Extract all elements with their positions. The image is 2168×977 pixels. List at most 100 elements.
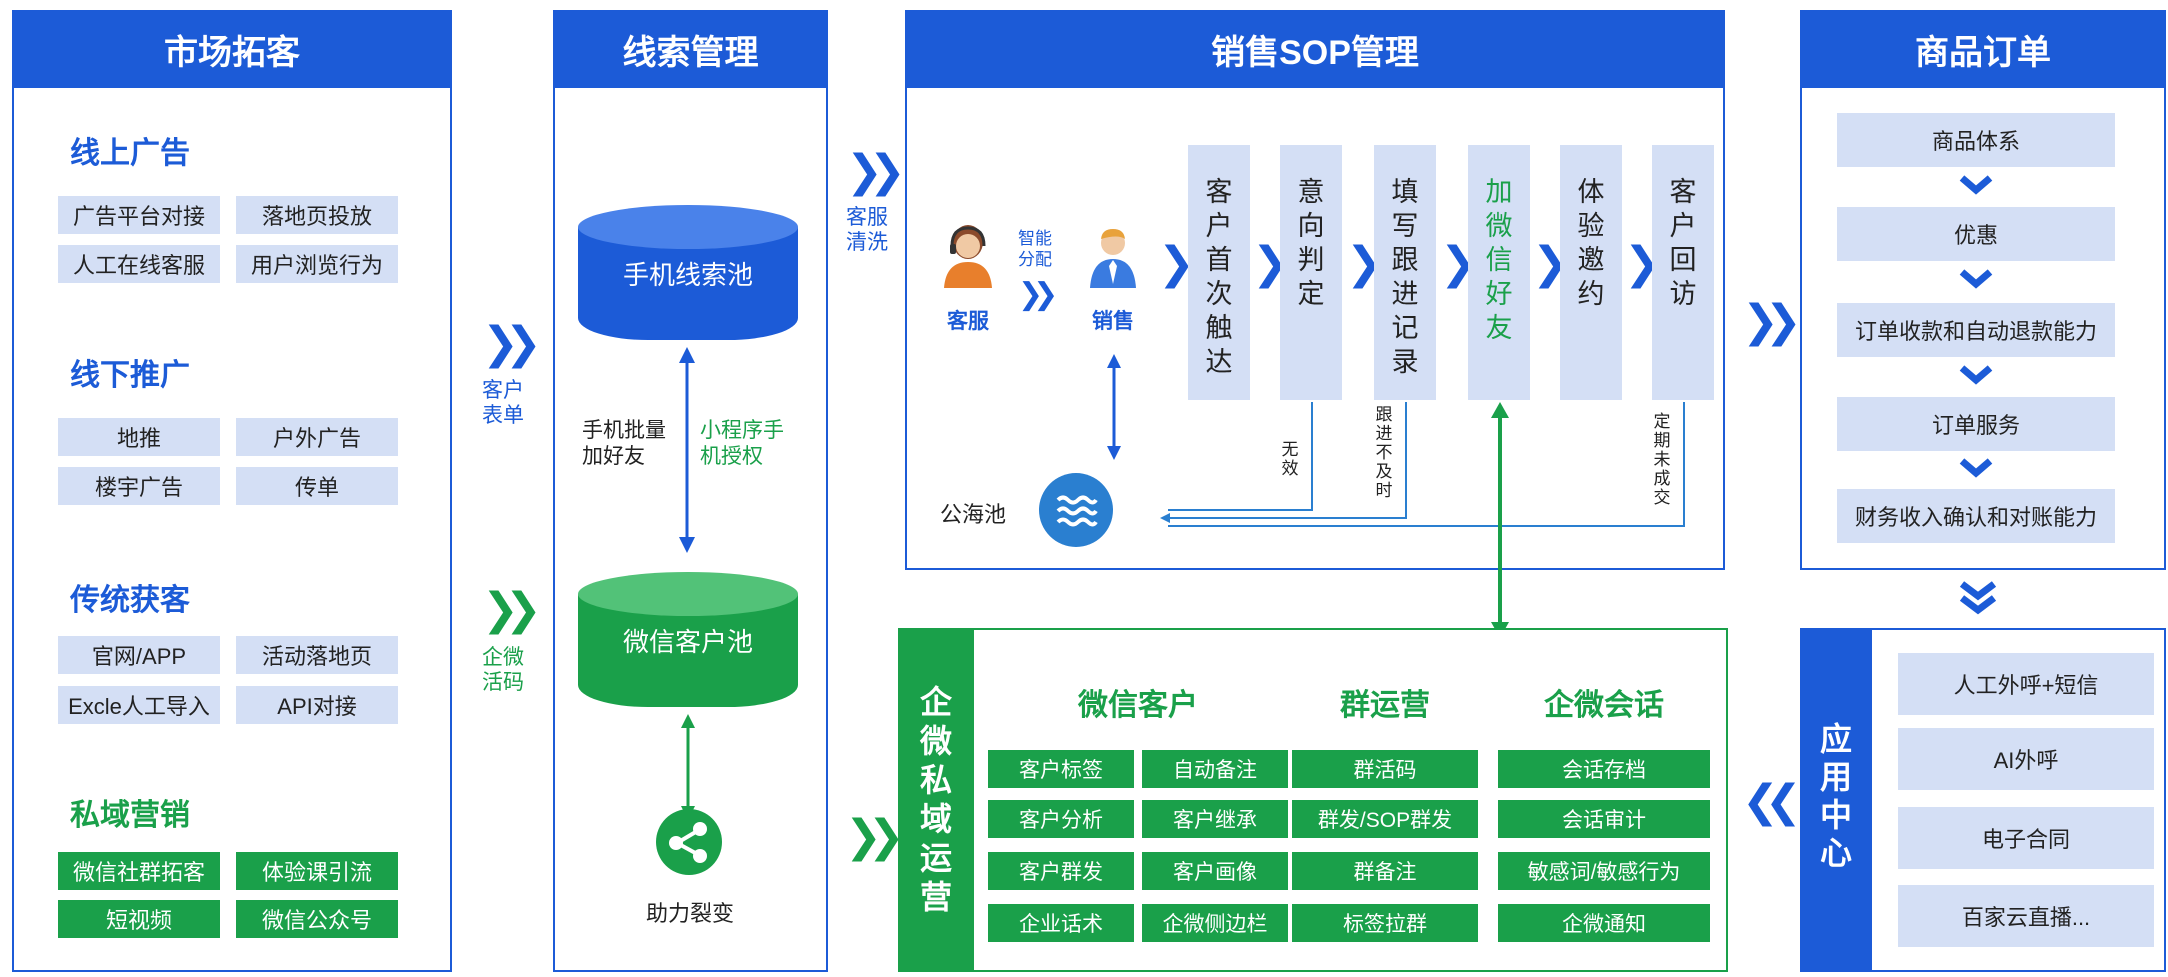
arrow-icon: ❯❯ bbox=[1018, 278, 1058, 311]
cs-label: 客服 bbox=[947, 310, 989, 333]
app-item-ai-call: AI外呼 bbox=[1898, 728, 2154, 790]
chevron-down-icon bbox=[1959, 269, 1993, 289]
arrow-icon: ❯❯ bbox=[845, 812, 905, 861]
double-chevron-down-icon bbox=[1959, 581, 1997, 615]
note-followup-late: 跟 进 不 及 时 bbox=[1375, 405, 1393, 500]
app-center-title: 应 用 中 心 bbox=[1819, 721, 1852, 871]
op-tag-label-group: 标签拉群 bbox=[1292, 904, 1478, 942]
tag-excel-import: Excle人工导入 bbox=[58, 686, 220, 724]
order-item-payment-refund: 订单收款和自动退款能力 bbox=[1837, 303, 2115, 357]
sop-step-add-wechat: 加 微 信 好 友 bbox=[1468, 145, 1530, 400]
return-lines bbox=[1160, 402, 1685, 527]
customer-service-icon bbox=[944, 225, 992, 288]
op-tag-wecom-notify: 企微通知 bbox=[1498, 904, 1710, 942]
sop-step-first-contact: 客 户 首 次 触 达 bbox=[1188, 145, 1250, 400]
sop-step-intent: 意 向 判 定 bbox=[1280, 145, 1342, 400]
assign-label: 智能 分配 bbox=[1018, 229, 1052, 269]
chevron-down-icon bbox=[1959, 458, 1993, 478]
section-title-online-ads: 线上广告 bbox=[70, 137, 190, 170]
tag-short-video: 短视频 bbox=[58, 900, 220, 938]
tag-event-landing: 活动落地页 bbox=[236, 636, 398, 674]
bidirectional-arrow-icon bbox=[1107, 354, 1121, 460]
tag-flyer: 传单 bbox=[236, 467, 398, 505]
tag-building-ad: 楼宇广告 bbox=[58, 467, 220, 505]
col-title-wechat-customer: 微信客户 bbox=[1078, 689, 1198, 722]
section-title-private: 私域营销 bbox=[70, 799, 190, 832]
note-phone-add-friend: 手机批量 加好友 bbox=[582, 419, 666, 468]
note-no-deal: 定 期 未 成 交 bbox=[1653, 412, 1671, 507]
tag-ad-platform: 广告平台对接 bbox=[58, 196, 220, 234]
arrow-label-wecom-code: 企微 活码 bbox=[482, 646, 524, 694]
chevron-down-icon bbox=[1959, 365, 1993, 385]
op-tag-customer-portrait: 客户画像 bbox=[1142, 852, 1288, 890]
op-tag-session-archive: 会话存档 bbox=[1498, 750, 1710, 788]
sop-step-followup-record: 填 写 跟 进 记 录 bbox=[1374, 145, 1436, 400]
tag-outdoor-ad: 户外广告 bbox=[236, 418, 398, 456]
bidirectional-arrow-icon bbox=[1491, 402, 1509, 638]
chevron-down-icon bbox=[1959, 175, 1993, 195]
op-tag-group-broadcast: 群发/SOP群发 bbox=[1292, 800, 1478, 838]
arrow-icon: ❮❮ bbox=[1742, 777, 1802, 826]
op-tag-customer-inherit: 客户继承 bbox=[1142, 800, 1288, 838]
arrow-label-customer-form: 客户 表单 bbox=[482, 379, 524, 427]
section-title-offline: 线下推广 bbox=[70, 359, 190, 392]
orders-panel bbox=[1800, 10, 2166, 570]
tag-browse-behavior: 用户浏览行为 bbox=[236, 245, 398, 283]
public-pool-label: 公海池 bbox=[940, 502, 1007, 527]
wechat-pool-label: 微信客户池 bbox=[622, 627, 753, 657]
orders-title: 商品订单 bbox=[1800, 10, 2166, 88]
tag-landing-page: 落地页投放 bbox=[236, 196, 398, 234]
sop-title: 销售SOP管理 bbox=[905, 10, 1725, 88]
market-title: 市场拓客 bbox=[12, 10, 452, 88]
phone-pool-label: 手机线索池 bbox=[622, 260, 753, 290]
tag-trial-class: 体验课引流 bbox=[236, 852, 398, 890]
app-center-title-bar bbox=[1800, 628, 1872, 972]
fission-label: 助力裂变 bbox=[645, 901, 734, 926]
arrow-icon: ❯❯ bbox=[1742, 297, 1802, 346]
op-tag-corporate-script: 企业话术 bbox=[988, 904, 1134, 942]
arrow-icon: ❯❯ bbox=[482, 585, 542, 634]
op-tag-customer-label: 客户标签 bbox=[988, 750, 1134, 788]
tag-ground-promo: 地推 bbox=[58, 418, 220, 456]
app-item-e-contract: 电子合同 bbox=[1898, 807, 2154, 869]
tag-api: API对接 bbox=[236, 686, 398, 724]
private-ops-title: 企 微 私 域 运 营 bbox=[919, 684, 952, 915]
op-tag-auto-remark: 自动备注 bbox=[1142, 750, 1288, 788]
op-tag-group-code: 群活码 bbox=[1292, 750, 1478, 788]
private-ops-title-bar bbox=[898, 628, 974, 972]
order-item-product-system: 商品体系 bbox=[1837, 113, 2115, 167]
op-tag-session-audit: 会话审计 bbox=[1498, 800, 1710, 838]
section-title-traditional: 传统获客 bbox=[70, 584, 190, 617]
arrow-icon: ❯❯ bbox=[482, 319, 542, 368]
op-tag-customer-broadcast: 客户群发 bbox=[988, 852, 1134, 890]
order-item-discount: 优惠 bbox=[1837, 207, 2115, 261]
bidirectional-arrow-icon bbox=[679, 347, 695, 553]
sales-label: 销售 bbox=[1092, 310, 1134, 333]
sop-step-revisit: 客 户 回 访 bbox=[1652, 145, 1714, 400]
arrow-icon: ❯❯ bbox=[846, 147, 906, 196]
tag-website-app: 官网/APP bbox=[58, 636, 220, 674]
bidirectional-arrow-icon bbox=[681, 714, 695, 820]
leads-title: 线索管理 bbox=[553, 10, 828, 88]
col-title-wecom-session: 企微会话 bbox=[1544, 689, 1664, 722]
op-tag-group-remark: 群备注 bbox=[1292, 852, 1478, 890]
tag-online-service: 人工在线客服 bbox=[58, 245, 220, 283]
sop-step-trial-invite: 体 验 邀 约 bbox=[1560, 145, 1622, 400]
col-title-group-ops: 群运营 bbox=[1340, 689, 1430, 722]
order-item-service: 订单服务 bbox=[1837, 397, 2115, 451]
arrow-label-cs-cleaning: 客服 清洗 bbox=[846, 206, 888, 254]
tag-official-account: 微信公众号 bbox=[236, 900, 398, 938]
app-item-call-sms: 人工外呼+短信 bbox=[1898, 653, 2154, 715]
phone-pool-cylinder: 手机线索池 bbox=[578, 205, 798, 340]
salesperson-icon bbox=[1090, 229, 1136, 288]
wechat-pool-cylinder: 微信客户池 bbox=[578, 572, 798, 707]
app-item-live: 百家云直播... bbox=[1898, 885, 2154, 947]
tag-wechat-group: 微信社群拓客 bbox=[58, 852, 220, 890]
public-pool-icon bbox=[1039, 473, 1113, 547]
share-icon bbox=[656, 809, 722, 875]
op-tag-wecom-sidebar: 企微侧边栏 bbox=[1142, 904, 1288, 942]
note-invalid: 无 效 bbox=[1281, 440, 1299, 478]
op-tag-sensitive: 敏感词/敏感行为 bbox=[1498, 852, 1710, 890]
op-tag-customer-analysis: 客户分析 bbox=[988, 800, 1134, 838]
order-item-finance: 财务收入确认和对账能力 bbox=[1837, 489, 2115, 543]
